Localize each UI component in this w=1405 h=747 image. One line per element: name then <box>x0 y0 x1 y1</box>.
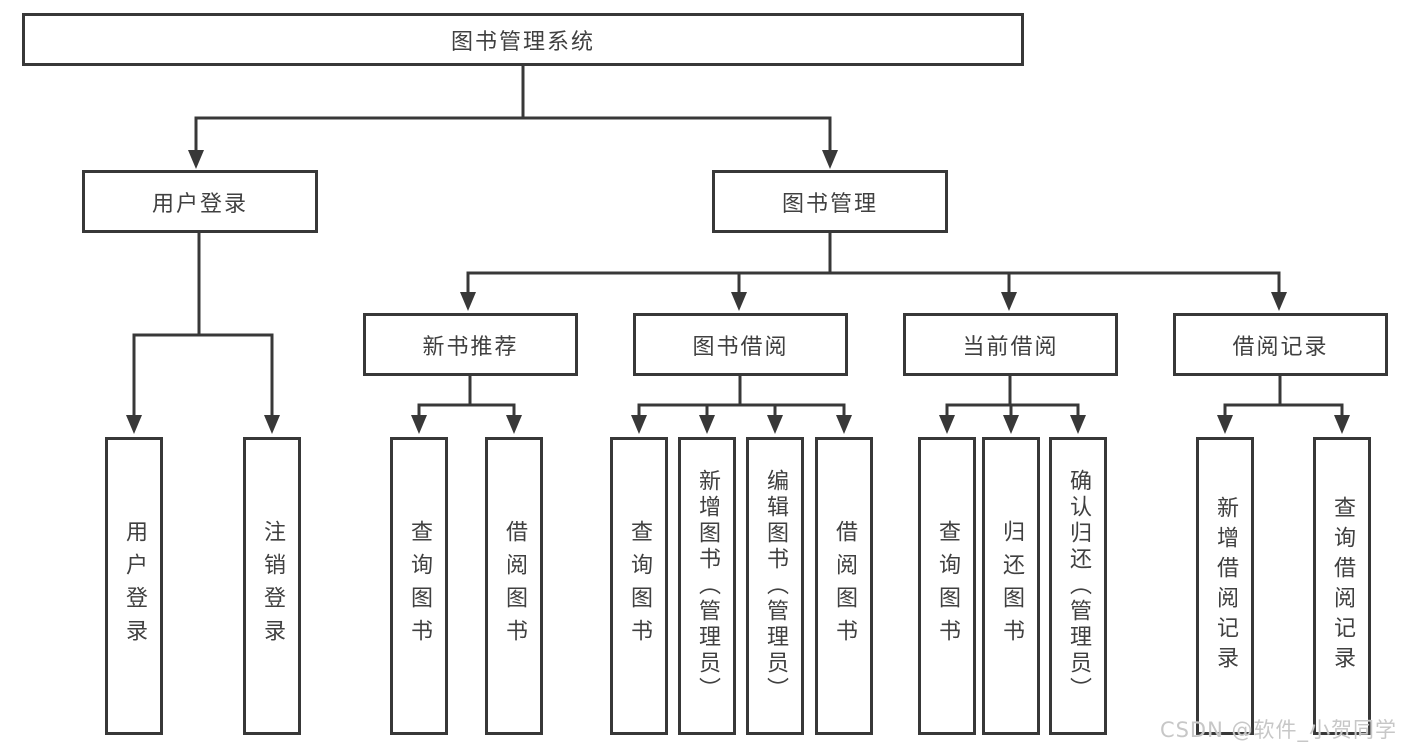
leaf-add-borrow-record: 新增借阅记录 <box>1196 437 1254 735</box>
node-label: 图书借阅 <box>692 334 789 360</box>
leaf-confirm-return-admin: 确认归还（管理员） <box>1049 437 1107 735</box>
leaf-query-books-current: 查询图书 <box>918 437 976 735</box>
node-label: 注销登录 <box>260 520 285 652</box>
leaf-query-borrow-record: 查询借阅记录 <box>1313 437 1371 735</box>
node-label: 查询图书 <box>935 520 960 652</box>
leaf-query-books-borrow: 查询图书 <box>610 437 668 735</box>
node-label: 用户登录 <box>122 520 147 652</box>
node-label: 当前借阅 <box>962 334 1059 360</box>
csdn-watermark: CSDN @软件_小贺同学 <box>1159 718 1397 742</box>
node-book-management: 图书管理 <box>712 170 948 233</box>
leaf-logout: 注销登录 <box>243 437 301 735</box>
node-label: 图书管理系统 <box>450 29 595 55</box>
node-new-book-recommend: 新书推荐 <box>363 313 578 376</box>
node-current-borrow: 当前借阅 <box>903 313 1118 376</box>
node-label: 图书管理 <box>781 191 878 217</box>
node-borrow-records: 借阅记录 <box>1173 313 1388 376</box>
leaf-user-login: 用户登录 <box>105 437 163 735</box>
leaf-add-book-admin: 新增图书（管理员） <box>678 437 736 735</box>
leaf-borrow-books-recommend: 借阅图书 <box>485 437 543 735</box>
node-label: 确认归还（管理员） <box>1066 469 1091 703</box>
leaf-return-books: 归还图书 <box>982 437 1040 735</box>
node-book-management-system: 图书管理系统 <box>22 13 1024 66</box>
node-label: 编辑图书（管理员） <box>763 469 788 703</box>
node-label: 查询图书 <box>407 520 432 652</box>
leaf-query-books-recommend: 查询图书 <box>390 437 448 735</box>
node-label: 借阅图书 <box>502 520 527 652</box>
connector-strokes <box>132 64 1344 419</box>
node-label: 借阅图书 <box>832 520 857 652</box>
node-label: 用户登录 <box>151 191 248 217</box>
leaf-edit-book-admin: 编辑图书（管理员） <box>746 437 804 735</box>
node-label: 新增图书（管理员） <box>695 469 720 703</box>
node-label: 新书推荐 <box>422 334 519 360</box>
node-label: 新增借阅记录 <box>1213 496 1238 676</box>
arrowhead-icons <box>126 150 1350 434</box>
node-label: 借阅记录 <box>1232 334 1329 360</box>
node-label: 查询借阅记录 <box>1330 496 1355 676</box>
leaf-borrow-books: 借阅图书 <box>815 437 873 735</box>
node-label: 归还图书 <box>999 520 1024 652</box>
node-book-borrow: 图书借阅 <box>633 313 848 376</box>
node-label: 查询图书 <box>627 520 652 652</box>
node-user-login: 用户登录 <box>82 170 318 233</box>
